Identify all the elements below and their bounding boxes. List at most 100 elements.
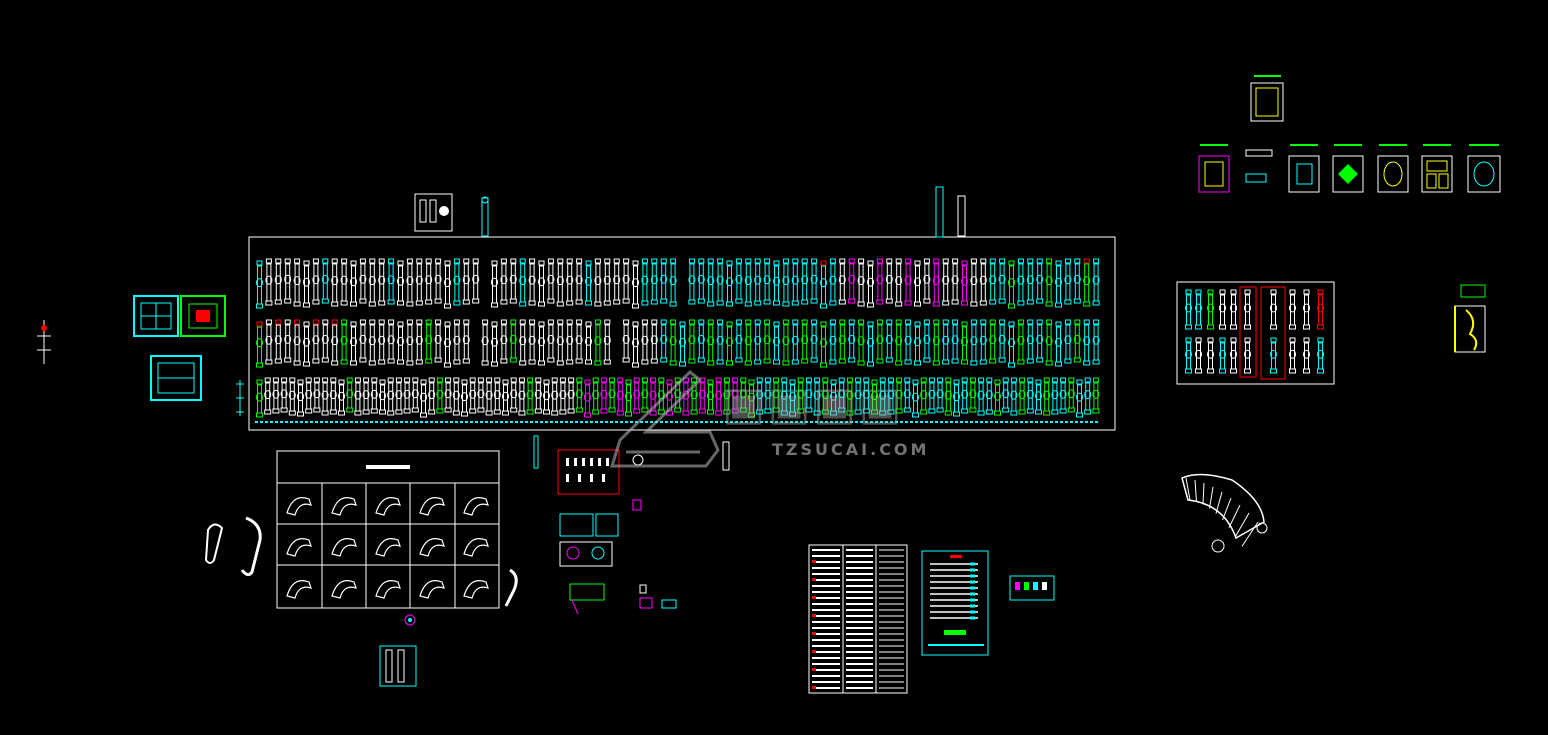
baluster-cap [412,377,419,383]
baluster-base [979,359,987,365]
baluster-bulb [600,389,608,399]
baluster-shaft [482,324,488,362]
baluster-bulb [1051,390,1059,400]
baluster-cap [378,258,385,264]
baluster-bulb [862,389,870,399]
baluster-shaft [1074,263,1080,300]
baluster-bulb [1289,349,1296,359]
baluster-bulb [688,275,696,285]
baluster-base [526,409,534,415]
stair-tread [1228,504,1241,528]
baluster-shaft [980,324,986,361]
baluster-base [368,360,376,366]
baluster-shaft [388,263,394,301]
baluster-cap [1027,319,1034,325]
handrail-fitting [286,538,312,557]
baluster-base [1073,357,1081,363]
baluster-bulb [1185,303,1192,313]
baluster-base [985,409,993,415]
baluster-base [453,359,461,365]
fitting-shapes [286,497,489,599]
baluster-cap [970,258,977,264]
baluster-shaft [586,265,591,302]
baluster-cap [1317,337,1324,343]
baluster-shaft [962,326,967,361]
baluster-cap [312,258,319,264]
baluster-base [748,412,755,418]
baluster-cap [740,377,747,383]
baluster-bulb [280,389,288,399]
baluster-bulb [763,275,771,285]
baluster-cap [1076,379,1083,385]
baluster-bulb [649,390,657,400]
baluster-shaft [1186,342,1191,370]
baluster-bulb [1008,278,1015,288]
baluster-shaft [470,382,476,410]
baluster-base [1219,324,1226,330]
baluster-bulb [491,337,498,347]
baluster-base [461,411,468,417]
baluster-base [616,410,624,416]
baluster-bulb [444,338,451,348]
baluster-base [274,358,282,364]
baluster-shaft [379,324,385,361]
baluster-bulb [848,334,856,344]
baluster-bulb [518,390,526,400]
baluster-shaft [924,324,930,359]
baluster-cap [538,321,545,327]
baluster-shaft [435,263,441,300]
cyan-table-mark [970,598,975,602]
baluster-bulb [1045,336,1053,346]
baluster-cap [754,258,761,264]
baluster-cap [756,377,763,383]
spec-row-marker [812,632,816,635]
baluster-shaft [905,263,911,302]
baluster-bulb [452,390,460,400]
baluster-bulb [754,275,762,285]
baluster-base [594,360,602,366]
baluster-cap [1064,319,1071,325]
spec-row-marker [812,668,816,671]
baluster-bulb [951,275,959,285]
baluster-cap [867,321,874,327]
baluster-bulb [502,391,509,401]
baluster-base [951,358,959,364]
baluster-shaft [617,382,623,412]
center-detail-red-box [557,449,620,495]
baluster-cap [905,319,912,325]
baluster-base [1207,324,1214,330]
cyan-table-mark [970,616,975,620]
baluster-shaft [783,324,789,362]
baluster-cap [830,379,837,385]
baluster-cap [1230,289,1237,295]
baluster-shaft [971,324,977,362]
baluster-cap [585,260,592,266]
baluster-base [650,299,658,305]
baluster-cap [284,319,291,325]
baluster-bulb [1036,274,1044,284]
baluster-bulb [1270,303,1277,313]
baluster-base [528,300,536,306]
baluster-base [368,301,376,307]
baluster-shaft [986,382,992,411]
cyan-table-mark [970,592,975,596]
baluster-bulb [387,390,395,400]
baluster-cap [1289,289,1296,295]
baluster-cap [641,377,648,383]
baluster-cap [942,319,949,325]
baluster-cap [313,377,320,383]
baluster-shaft [1208,294,1213,326]
baluster-shaft [651,324,657,360]
baluster-bulb [772,389,780,399]
baluster-base [707,360,715,366]
baluster-bulb [871,391,878,401]
baluster-shaft [601,382,607,410]
spec-row-marker [812,560,816,563]
baluster-cap [820,321,827,327]
baluster-bulb [500,275,508,285]
baluster-shaft [1085,382,1091,411]
baluster-cap [707,319,714,325]
stair-tread [1202,482,1205,505]
baluster-cap [378,319,385,325]
baluster-cap [566,258,573,264]
